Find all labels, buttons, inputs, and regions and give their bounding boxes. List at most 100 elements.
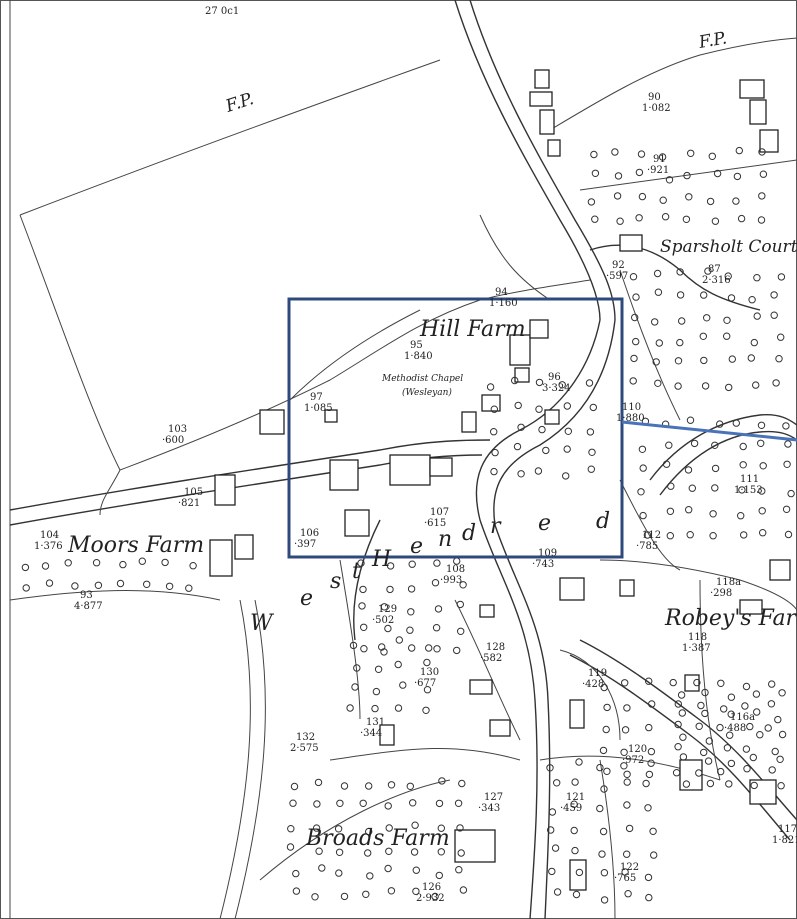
tree-symbol xyxy=(491,448,499,457)
tree-symbol xyxy=(711,464,720,473)
tree-symbol xyxy=(542,446,550,455)
tree-symbol xyxy=(311,893,319,901)
tree-symbol xyxy=(655,339,663,347)
tree-symbol xyxy=(598,850,606,858)
tree-symbol xyxy=(727,759,736,768)
parcel-area: ·615 xyxy=(424,518,446,529)
tree-symbol xyxy=(587,465,595,473)
label-hill-farm: Hill Farm xyxy=(419,317,526,342)
tree-symbol xyxy=(143,580,151,588)
tree-symbol xyxy=(701,709,709,718)
tree-symbol xyxy=(699,332,707,340)
tree-symbol xyxy=(387,781,396,789)
buildings xyxy=(209,69,791,891)
tree-symbol xyxy=(410,848,419,856)
tree-symbol xyxy=(644,873,653,882)
tree-symbol xyxy=(362,890,370,898)
parcel-number: 87 xyxy=(708,264,721,275)
tree-symbol xyxy=(709,532,717,540)
tree-symbol xyxy=(753,708,761,716)
tree-symbol xyxy=(654,288,663,296)
tree-symbol xyxy=(371,704,379,713)
parcel-number: 130 xyxy=(420,667,439,678)
tree-symbol xyxy=(457,849,465,857)
tree-symbol xyxy=(459,886,468,894)
tree-symbol xyxy=(650,851,658,859)
tree-symbol xyxy=(645,723,653,732)
tree-symbol xyxy=(289,799,297,807)
tree-symbol xyxy=(787,489,795,498)
parcel-area: ·821 xyxy=(178,498,200,509)
parcel-number: 117 xyxy=(778,824,797,835)
tree-symbol xyxy=(589,403,597,412)
tree-symbol xyxy=(596,763,604,772)
tree-symbol xyxy=(517,423,525,431)
tree-symbol xyxy=(357,559,365,567)
parcel-number: 93 xyxy=(80,590,93,601)
parcel-number: 97 xyxy=(310,392,323,403)
tree-symbol xyxy=(770,311,778,319)
tree-symbol xyxy=(659,196,667,204)
tree-symbol xyxy=(119,560,127,569)
tree-symbol xyxy=(600,896,609,904)
tree-symbol xyxy=(750,338,758,347)
tree-symbol xyxy=(783,460,791,468)
tree-symbol xyxy=(408,560,416,568)
tree-symbol xyxy=(764,724,772,732)
tree-symbol xyxy=(384,802,392,810)
tree-symbol xyxy=(453,646,461,655)
tree-symbol xyxy=(409,799,417,807)
tree-symbol xyxy=(757,216,766,224)
parcel-area: 1·880 xyxy=(616,413,645,424)
tree-symbol xyxy=(384,624,392,633)
parcel-number: 106 xyxy=(300,528,319,539)
highlight-box xyxy=(287,297,624,559)
tree-symbol xyxy=(359,799,367,807)
tree-symbol xyxy=(727,294,736,302)
tree-symbol xyxy=(437,848,445,856)
tree-symbol xyxy=(645,677,653,685)
tree-symbol xyxy=(653,269,662,278)
tree-symbol xyxy=(290,782,299,791)
tree-symbol xyxy=(647,747,656,756)
parcel-number: 129 xyxy=(378,604,397,615)
field-boundaries xyxy=(9,37,797,919)
tree-symbol xyxy=(674,700,682,708)
tree-symbol xyxy=(685,506,693,514)
tree-symbol xyxy=(737,214,746,223)
tree-symbol xyxy=(599,827,608,836)
tree-symbol xyxy=(758,148,766,156)
tree-symbol xyxy=(587,198,596,206)
tree-symbol xyxy=(433,645,441,653)
tree-symbol xyxy=(366,872,374,880)
tree-symbol xyxy=(739,461,747,469)
tree-symbol xyxy=(784,440,792,448)
tree-symbol xyxy=(743,765,751,773)
tree-symbol xyxy=(775,355,783,363)
tree-symbol xyxy=(739,442,747,451)
tree-symbol xyxy=(623,850,631,858)
parcel-area: 2·575 xyxy=(290,743,319,754)
tree-symbol xyxy=(572,890,581,899)
hundred-letter: r xyxy=(490,514,502,539)
tree-symbol xyxy=(687,149,695,158)
tree-symbol xyxy=(433,559,441,567)
tree-symbol xyxy=(747,354,755,362)
parcel-area: ·972 xyxy=(622,755,644,766)
tree-symbol xyxy=(740,531,748,539)
parcel-number: 122 xyxy=(620,862,639,873)
tree-symbol xyxy=(768,766,776,774)
tree-symbol xyxy=(705,737,713,745)
tree-symbol xyxy=(701,382,710,390)
tree-symbol xyxy=(683,171,691,180)
tree-symbol xyxy=(336,799,344,807)
tree-symbol xyxy=(638,445,647,453)
tree-symbol xyxy=(661,213,670,221)
parcel-area: ·921 xyxy=(647,165,669,176)
tree-symbol xyxy=(490,428,498,436)
tree-symbol xyxy=(599,746,608,755)
label-chapel-sub: (Wesleyan) xyxy=(402,387,452,398)
parcel-area: ·993 xyxy=(440,575,462,586)
tree-symbol xyxy=(406,626,414,634)
leader-line xyxy=(621,420,797,442)
